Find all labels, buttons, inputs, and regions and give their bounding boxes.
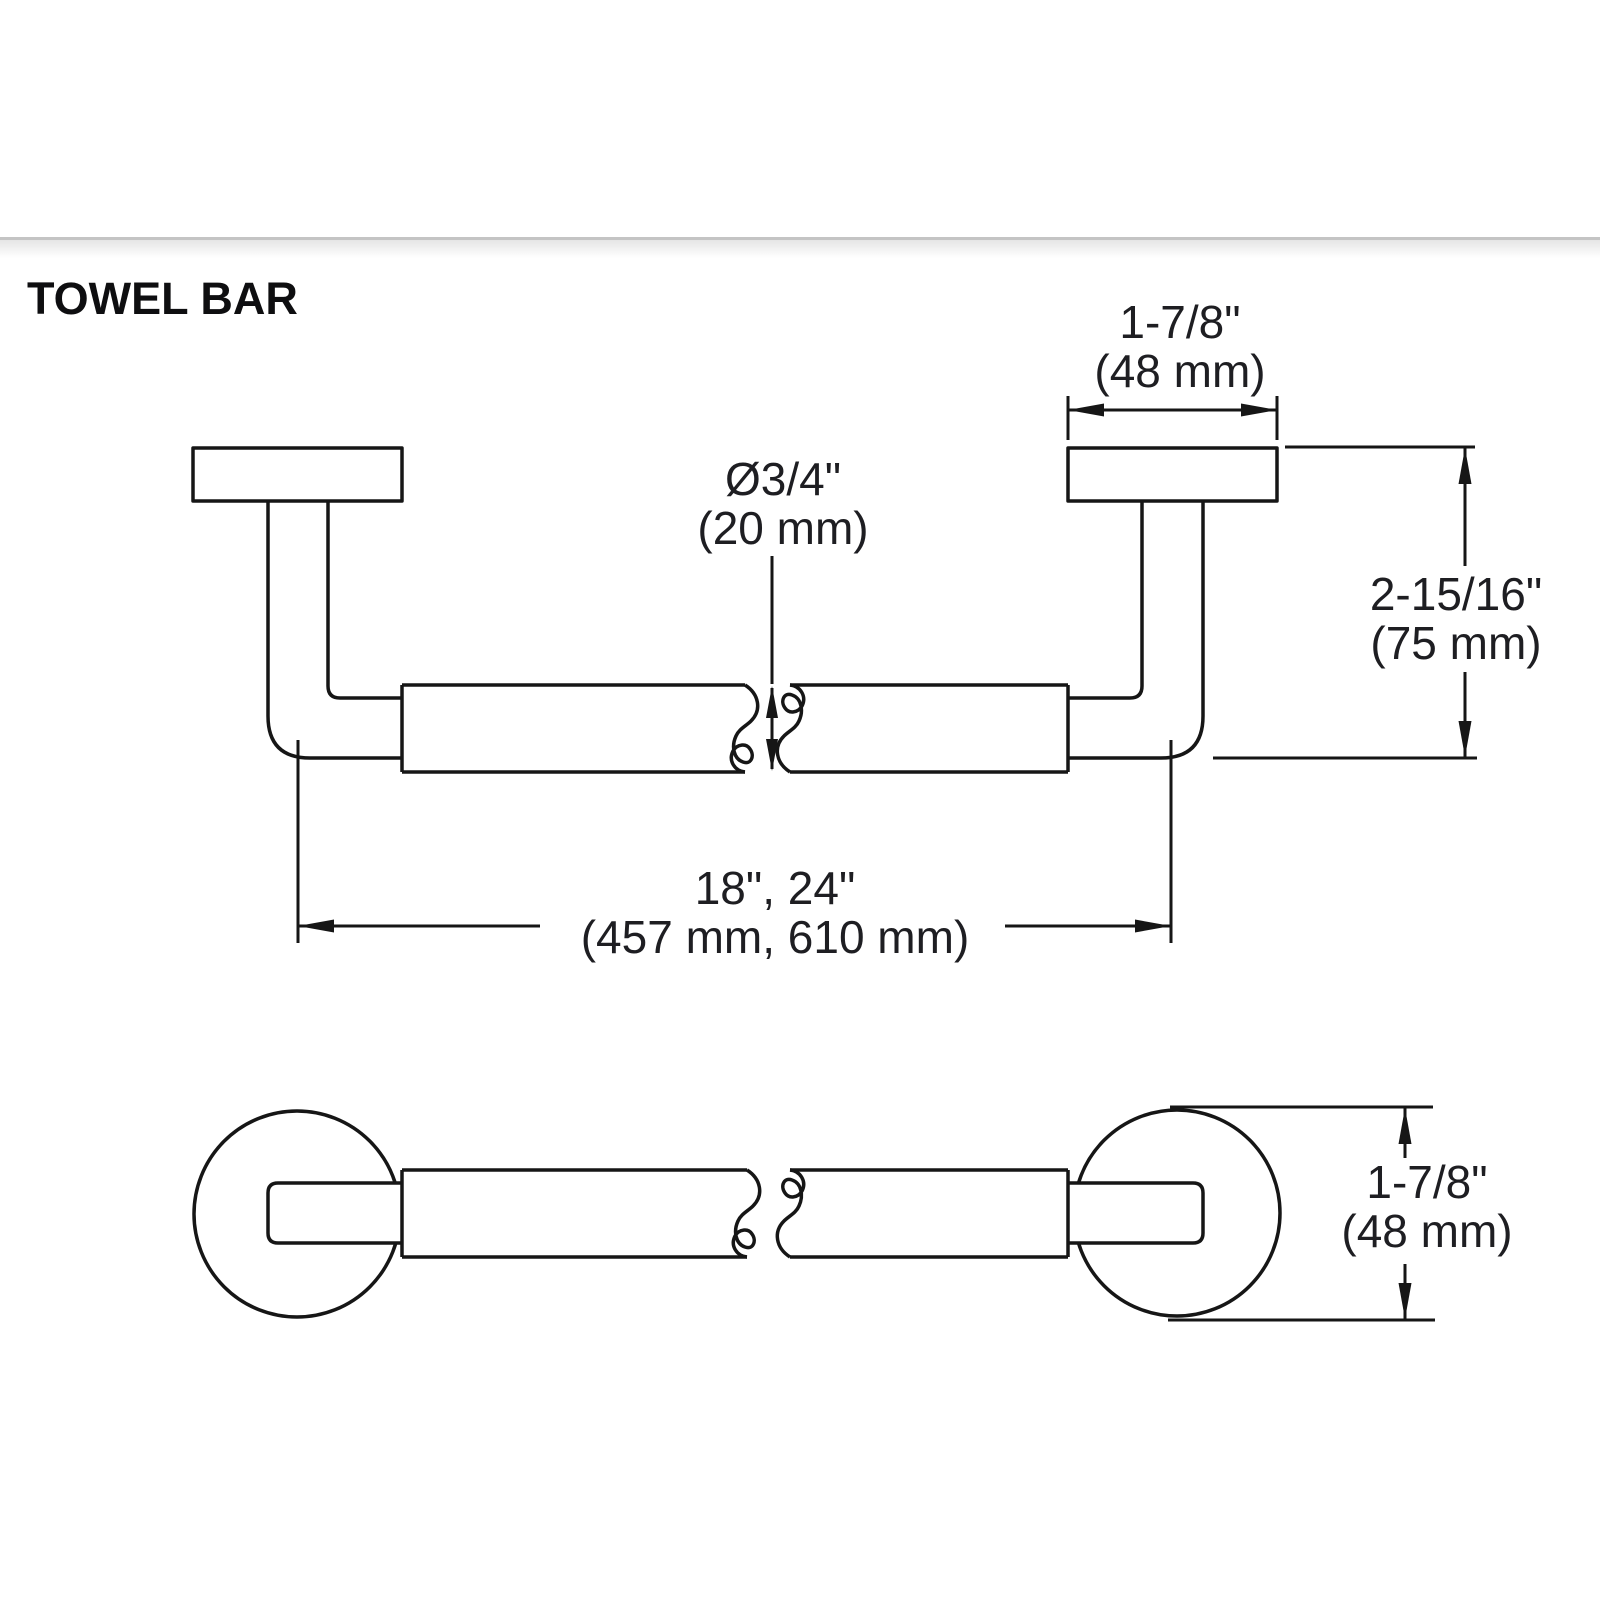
dimension-metric: (20 mm) xyxy=(697,502,869,554)
bar-length-label: 18", 24" (457 mm, 610 mm) xyxy=(581,864,970,962)
header-divider-rule xyxy=(0,237,1600,240)
header-divider-shadow xyxy=(0,240,1600,258)
dimension-metric: (48 mm) xyxy=(1341,1205,1513,1257)
left-post xyxy=(266,501,402,760)
dimension-bar-diameter xyxy=(766,556,778,771)
right-flange-front xyxy=(1066,446,1279,503)
left-post-plan xyxy=(266,1181,402,1245)
left-flange-front xyxy=(191,446,404,503)
bar-diameter-label: Ø3/4" (20 mm) xyxy=(697,455,868,553)
plan-view xyxy=(192,1105,1435,1322)
towel-bar-tube-plan-right xyxy=(775,1168,1070,1259)
page-title: TOWEL BAR xyxy=(27,273,298,325)
dimension-projection xyxy=(1213,445,1477,760)
dimension-imperial: 1-7/8" xyxy=(1366,1156,1488,1208)
dimension-imperial: 2-15/16" xyxy=(1369,568,1543,620)
towel-bar-tube-plan-left xyxy=(400,1168,762,1259)
break-symbol xyxy=(729,683,760,774)
break-symbol xyxy=(775,683,806,774)
dimension-flange-diameter-plan xyxy=(1168,1105,1435,1322)
towel-bar-tube-front xyxy=(400,683,1070,774)
flange-diameter-plan-label: 1-7/8" (48 mm) xyxy=(1341,1158,1512,1256)
front-elevation-view xyxy=(191,396,1477,943)
dimension-imperial: 18", 24" xyxy=(694,862,856,914)
flange-width-top-label: 1-7/8" (48 mm) xyxy=(1094,298,1265,396)
dimension-metric: (457 mm, 610 mm) xyxy=(580,911,970,963)
dimension-metric: (75 mm) xyxy=(1370,617,1542,669)
dimension-imperial: Ø3/4" xyxy=(724,453,842,505)
dimension-flange-width-top xyxy=(1066,396,1279,440)
dimension-metric: (48 mm) xyxy=(1094,345,1266,397)
dimension-bar-length xyxy=(296,740,1173,943)
projection-label: 2-15/16" (75 mm) xyxy=(1370,570,1542,668)
right-post xyxy=(1068,501,1205,760)
dimension-imperial: 1-7/8" xyxy=(1119,296,1241,348)
right-post-plan xyxy=(1068,1181,1205,1245)
